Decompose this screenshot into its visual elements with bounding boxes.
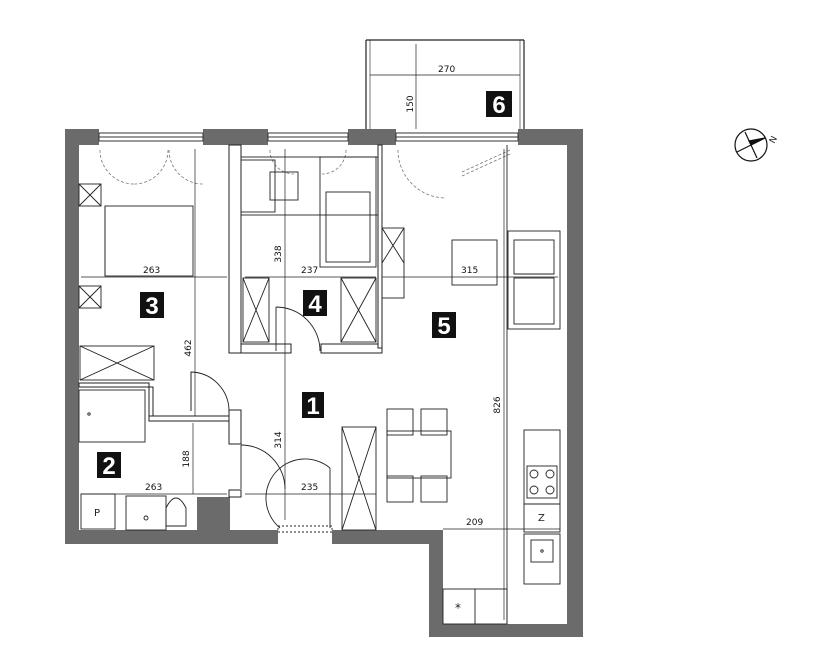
dim-room4-length: 338	[274, 245, 284, 262]
room-badge-5: 5	[432, 312, 456, 340]
room-badge-2: 2	[97, 452, 121, 480]
exterior-walls	[65, 129, 583, 637]
dim-room3-width: 263	[143, 266, 160, 276]
room-label-3: 3	[145, 293, 158, 320]
compass-icon: N	[734, 128, 780, 162]
dim-room4-width: 237	[301, 266, 318, 276]
window-swings	[99, 149, 511, 199]
dim-room5-width: 315	[461, 266, 478, 276]
balcony	[365, 39, 525, 129]
dim-bath-width: 263	[145, 483, 162, 493]
room-label-2: 2	[102, 453, 115, 480]
dim-balcony-width: 270	[438, 65, 455, 75]
interior-walls	[78, 144, 383, 498]
dim-room3-length: 462	[184, 339, 194, 356]
compass-north-label: N	[768, 135, 780, 146]
room-label-5: 5	[437, 313, 450, 340]
dim-bath-length: 188	[182, 450, 192, 467]
room-label-1: 1	[306, 393, 319, 420]
dimension-lines	[81, 44, 560, 620]
living-kitchen-furniture	[341, 145, 561, 625]
doors	[190, 306, 333, 533]
dimension-labels: 270 150 263 462 237 338 315 826 235 314 …	[143, 65, 503, 528]
room-label-4: 4	[308, 291, 322, 318]
bed-room4	[240, 156, 379, 343]
dim-kitchen-width: 209	[466, 518, 483, 528]
room-badge-6: 6	[486, 91, 512, 119]
room-badge-3: 3	[140, 292, 164, 320]
appliance-symbols: P Z *	[94, 508, 545, 615]
dim-balcony-depth: 150	[406, 95, 416, 112]
room-badge-1: 1	[302, 392, 324, 420]
washer-label: P	[94, 508, 100, 519]
windows	[98, 132, 519, 142]
room-label-6: 6	[492, 92, 505, 119]
dim-hall-width: 235	[301, 483, 318, 493]
fridge-label: Z	[538, 513, 545, 524]
bed-room3	[78, 183, 194, 381]
dim-room5-length: 826	[493, 396, 503, 413]
room-badge-4: 4	[303, 290, 327, 318]
dim-hall-length: 314	[274, 431, 284, 448]
freezer-label: *	[455, 601, 461, 615]
